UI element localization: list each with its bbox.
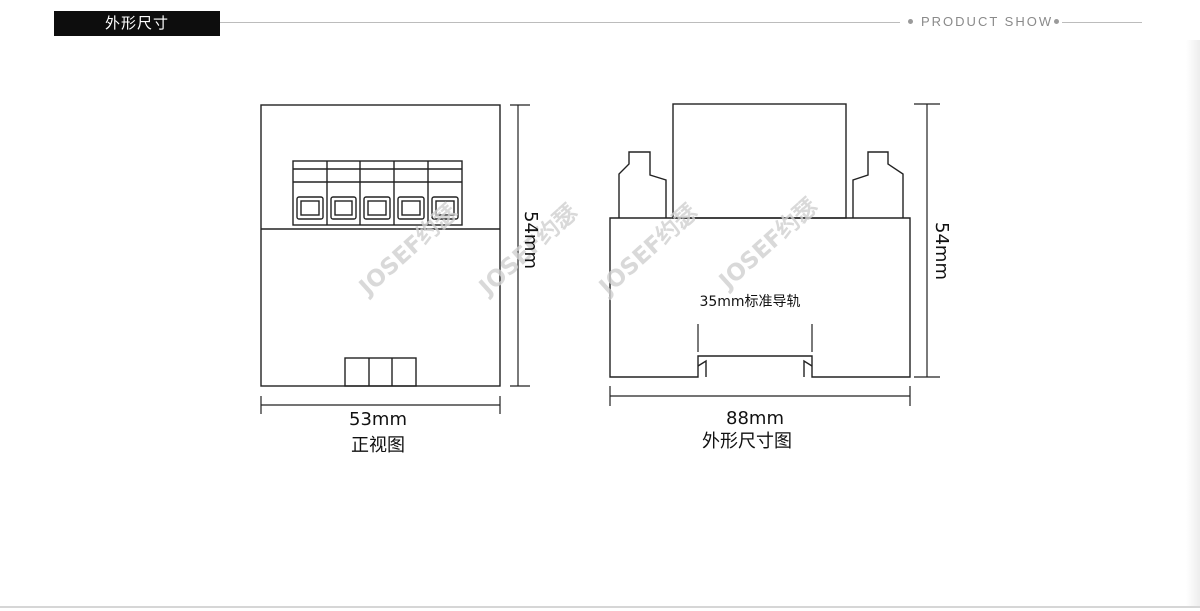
base-body — [609, 217, 911, 378]
outline-view — [609, 103, 940, 406]
rail-hook-right — [803, 359, 813, 377]
outline-height-dimension — [914, 103, 940, 378]
watermark-1: JOSEF约瑟 — [352, 199, 462, 302]
watermark-3: JOSEF约瑟 — [592, 199, 702, 302]
outline-width-dimension — [609, 386, 911, 406]
outline-caption: 外形尺寸图 — [702, 431, 792, 452]
header-dot-left — [908, 19, 913, 24]
front-height-label: 54mm — [520, 211, 541, 269]
watermark-4: JOSEF约瑟 — [712, 193, 822, 296]
page-edge-shadow — [1186, 40, 1200, 606]
top-housing — [672, 103, 847, 219]
header-rule-left — [220, 22, 900, 23]
front-width-label: 53mm — [349, 409, 407, 430]
right-terminal-step — [852, 151, 904, 218]
outline-width-label: 88mm — [726, 408, 784, 429]
header-rule-right — [1062, 22, 1142, 23]
front-caption: 正视图 — [351, 435, 405, 456]
front-width-dimension — [260, 396, 501, 414]
front-body-outline — [260, 104, 501, 387]
section-title: 外形尺寸 — [54, 11, 220, 36]
left-terminal-step — [618, 151, 667, 218]
header-dot-right — [1054, 19, 1059, 24]
din-clip — [344, 357, 417, 387]
page-bottom-rule — [0, 606, 1200, 608]
watermarks: JOSEF约瑟 JOSEF约瑟 JOSEF约瑟 JOSEF约瑟 — [352, 193, 822, 302]
section-subtitle: PRODUCT SHOW — [921, 14, 1054, 29]
front-view — [260, 104, 530, 414]
outline-height-label: 54mm — [931, 222, 952, 280]
rail-label: 35mm标准导轨 — [699, 294, 800, 310]
rail-hook-left — [697, 359, 707, 377]
front-height-dimension — [510, 104, 530, 387]
terminal-block — [292, 160, 463, 226]
